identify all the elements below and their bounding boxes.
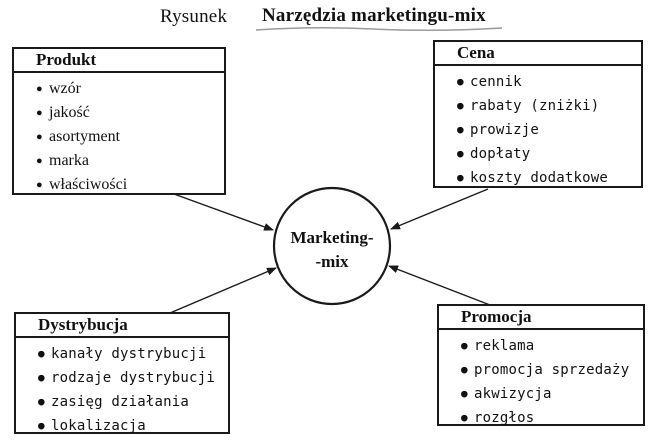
arrow-promocja <box>388 265 491 306</box>
list-item-text: rozgłos <box>474 410 535 426</box>
bullet-icon: ● <box>457 99 464 112</box>
bullet-icon: ● <box>38 395 45 408</box>
bullet-icon: ● <box>36 155 43 167</box>
list-item-text: wzór <box>49 80 81 97</box>
center-label-line1: Marketing- <box>290 228 374 247</box>
list-item: ● dopłaty <box>457 142 641 166</box>
box-dystrybucja: Dystrybucja ● kanały dystrybucji ● rodzaje… <box>14 312 230 434</box>
center-circle <box>272 186 392 306</box>
box-dystrybucja-title: Dystrybucja <box>16 314 228 338</box>
list-item: ● właściwości <box>36 173 224 197</box>
bullet-icon: ● <box>461 387 468 400</box>
bullet-icon: ● <box>38 347 45 360</box>
bullet-icon: ● <box>36 83 43 95</box>
list-item-text: akwizycja <box>474 386 552 402</box>
center-label: Marketing- -mix <box>272 226 392 274</box>
list-item: ● asortyment <box>36 125 224 149</box>
box-promocja-list: ●reklama ●promocja sprzedaży ●akwizycja … <box>439 330 643 430</box>
list-item-text: rodzaje dystrybucji <box>51 370 215 386</box>
list-item: ● reklama <box>461 334 643 358</box>
list-item-text: lokalizacja <box>51 418 146 434</box>
caption-title: Narzędzia marketingu-mix <box>262 5 486 26</box>
box-promocja-title: Promocja <box>439 306 643 330</box>
list-item-text: prowizje <box>470 122 540 138</box>
list-item-text: asortyment <box>49 128 121 145</box>
list-item: ● prowizje <box>457 118 641 142</box>
bullet-icon: ● <box>457 171 464 184</box>
list-item-text: koszty dodatkowe <box>470 170 609 186</box>
box-produkt-list: ● wzór ● jakość ● asortyment ● marka ● właści… <box>14 73 224 197</box>
list-item: ● zasięg działania <box>38 390 228 414</box>
list-item-text: kanały dystrybucji <box>51 346 207 362</box>
list-item-text: rabaty (zniżki) <box>470 98 600 114</box>
bullet-icon: ● <box>38 419 45 432</box>
arrow-produkt <box>173 193 274 231</box>
list-item-text: reklama <box>474 338 535 354</box>
list-item: ● cennik <box>457 70 641 94</box>
list-item: ● promocja sprzedaży <box>461 358 643 382</box>
list-item: ● kanały dystrybucji <box>38 342 228 366</box>
list-item-text: jakość <box>49 104 90 121</box>
bullet-icon: ● <box>457 123 464 136</box>
bullet-icon: ● <box>461 339 468 352</box>
list-item-text: promocja sprzedaży <box>474 362 630 378</box>
arrow-cena <box>390 188 489 230</box>
bullet-icon: ● <box>461 363 468 376</box>
box-cena: Cena ● cennik ● rabaty (zniżki) ● prowizje … <box>433 40 643 188</box>
list-item-text: właściwości <box>49 176 128 193</box>
list-item: ● akwizycja <box>461 382 643 406</box>
box-dystrybucja-list: ● kanały dystrybucji ● rodzaje dystrybucji… <box>16 338 228 438</box>
bullet-icon: ● <box>461 411 468 424</box>
bullet-icon: ● <box>457 75 464 88</box>
bullet-icon: ● <box>457 147 464 160</box>
list-item: ● koszty dodatkowe <box>457 166 641 190</box>
box-promocja: Promocja ● reklama ● promocja sprzedaży ● a… <box>437 304 645 426</box>
bullet-icon: ● <box>36 179 43 191</box>
box-produkt-title: Produkt <box>14 49 224 73</box>
list-item-text: marka <box>49 152 89 169</box>
list-item: ● jakość <box>36 101 224 125</box>
caption-prefix: Rysunek <box>160 6 228 27</box>
box-cena-list: ● cennik ● rabaty (zniżki) ● prowizje ● dopł… <box>435 66 641 190</box>
bullet-icon: ● <box>36 131 43 143</box>
list-item-text: zasięg działania <box>51 394 190 410</box>
list-item: ● rozgłos <box>461 406 643 430</box>
figure-caption: Rysunek Narzędzia marketingu-mix <box>0 2 659 32</box>
list-item: ● lokalizacja <box>38 414 228 438</box>
box-cena-title: Cena <box>435 42 641 66</box>
list-item: ● wzór <box>36 77 224 101</box>
list-item: ● rodzaje dystrybucji <box>38 366 228 390</box>
list-item: ● rabaty (zniżki) <box>457 94 641 118</box>
arrow-dystrybucja <box>169 267 277 314</box>
list-item-text: cennik <box>470 74 522 90</box>
bullet-icon: ● <box>38 371 45 384</box>
box-produkt: Produkt ● wzór ● jakość ● asortyment ● marka… <box>12 47 226 195</box>
list-item-text: dopłaty <box>470 146 531 162</box>
list-item: ● marka <box>36 149 224 173</box>
center-label-line2: -mix <box>315 252 349 271</box>
caption-underline <box>255 26 503 32</box>
bullet-icon: ● <box>36 107 43 119</box>
